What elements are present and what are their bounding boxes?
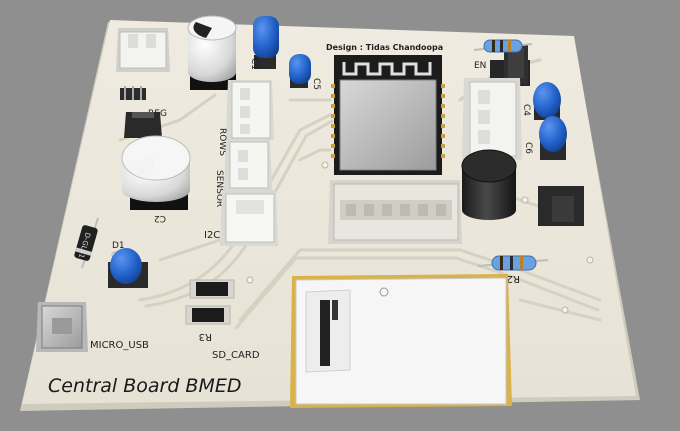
c1-label: C1	[249, 58, 259, 70]
ceramic-capacitor-c6: C6	[523, 116, 567, 160]
c6-label: C6	[523, 142, 533, 154]
sensor-label: SENSOR	[214, 170, 224, 207]
c4-label: C4	[521, 104, 531, 116]
en-label: EN	[474, 61, 486, 71]
ceramic-capacitor-c1-blue: C1	[249, 16, 279, 70]
electrolytic-capacitor-black	[461, 149, 517, 220]
r2-label: R2	[507, 273, 520, 284]
diode-d1: D-GL41 D1	[74, 217, 125, 269]
esp32-module: Design : Tidas Chandoopa	[326, 43, 445, 175]
c5-label: C5	[311, 78, 321, 90]
ceramic-capacitor-c4: C4	[521, 82, 561, 120]
rows-header-connector: ROWS	[217, 80, 274, 156]
voltage-regulator: REG	[120, 86, 167, 138]
r3-label: R3	[199, 331, 212, 342]
d1-label: D1	[112, 241, 125, 251]
ceramic-capacitor-c5: C5	[289, 54, 321, 90]
designer-credit: Design : Tidas Chandoopa	[326, 43, 443, 52]
sensor-header-connector: SENSOR	[214, 140, 272, 207]
rows-label: ROWS	[217, 128, 227, 156]
i2c-header-connector: I2C	[204, 190, 278, 246]
sd-card-slot	[290, 274, 512, 408]
i2c-label: I2C	[204, 230, 220, 241]
electrolytic-capacitor-c2: C2	[121, 135, 191, 223]
reset-button[interactable]	[538, 186, 584, 226]
main-pin-header	[328, 180, 462, 244]
board-title: Central Board BMED	[48, 375, 242, 397]
right-header-connector	[462, 78, 522, 160]
smd-resistor-r3: R3	[185, 305, 231, 342]
smd-resistor-upper	[189, 279, 235, 299]
jst-connector-top-left	[116, 28, 170, 72]
c2-label: C2	[154, 213, 166, 223]
resistor-r2: R2	[477, 255, 549, 284]
micro-usb-connector: MICRO_USB	[36, 302, 149, 352]
micro-usb-label: MICRO_USB	[90, 340, 149, 351]
ceramic-capacitor-lower-left	[108, 248, 148, 288]
sd-card-label: SD_CARD	[212, 350, 260, 361]
electrolytic-capacitor-c1	[187, 15, 237, 90]
resistor-top	[473, 39, 533, 53]
